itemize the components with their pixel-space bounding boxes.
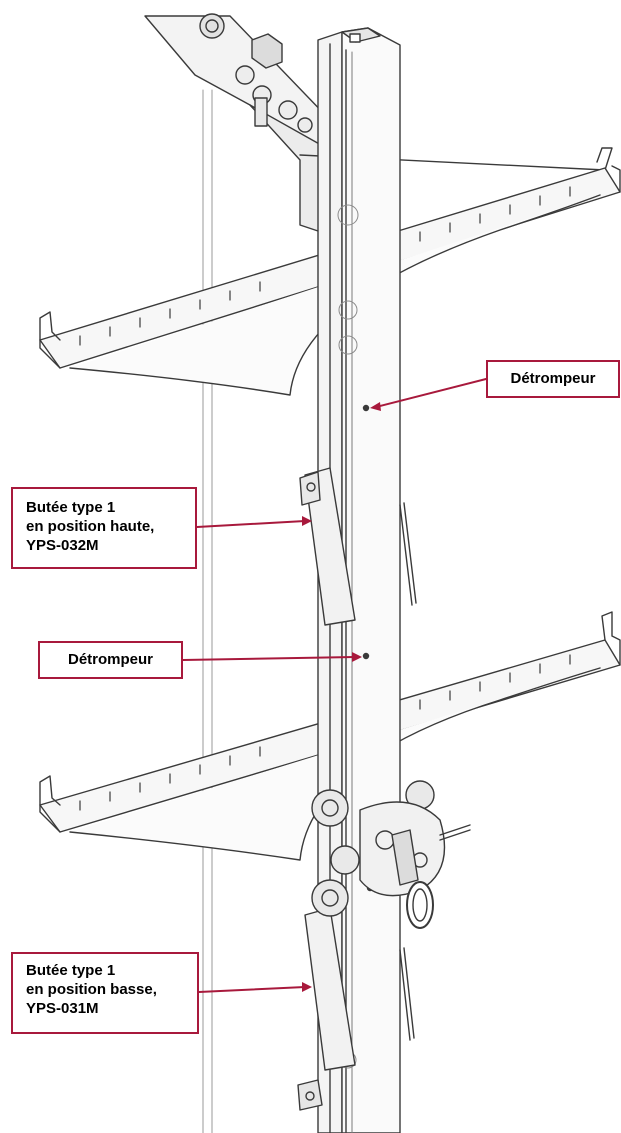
callout-line-2: en position haute, xyxy=(26,518,155,535)
callout-text: Détrompeur xyxy=(67,651,153,668)
callout-butee-basse: Butée type 1 en position basse, YPS-031M xyxy=(11,952,199,1034)
callout-detrompeur-mid: Détrompeur xyxy=(38,641,183,679)
callout-line-1: Butée type 1 xyxy=(26,962,116,979)
callout-detrompeur-top: Détrompeur xyxy=(486,360,620,398)
callout-line-3: YPS-031M xyxy=(26,1000,99,1017)
background-guide-lines xyxy=(202,89,213,1133)
callout-line-1: Butée type 1 xyxy=(26,499,116,516)
top-mounting-bracket xyxy=(144,13,331,236)
detrompeur-hole-top xyxy=(362,404,370,412)
detrompeur-hole-mid xyxy=(362,652,370,660)
callout-butee-haute: Butée type 1 en position haute, YPS-032M xyxy=(11,487,197,569)
butee-haute xyxy=(299,467,417,626)
callout-line-2: en position basse, xyxy=(26,981,157,998)
callout-line-3: YPS-032M xyxy=(26,537,99,554)
tray-upper-slots xyxy=(79,186,571,346)
callout-text: Détrompeur xyxy=(510,370,596,387)
callout-leaders xyxy=(182,378,487,993)
roller-trolley xyxy=(311,780,471,929)
tray-lower-slots xyxy=(79,654,571,811)
rail-hidden-bolts xyxy=(337,204,359,1069)
